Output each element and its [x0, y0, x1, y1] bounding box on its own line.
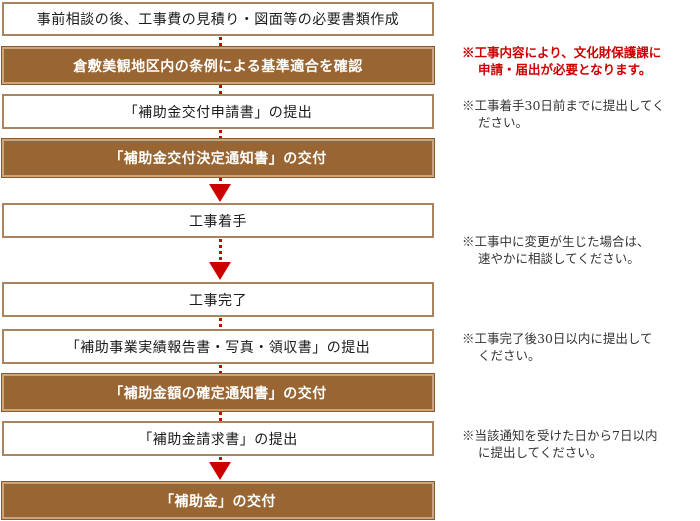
connector-5-6	[219, 239, 222, 263]
step-1-label: 事前相談の後、工事費の見積り・図面等の必要書類作成	[36, 12, 400, 28]
step-3-box: 「補助金交付申請書」の提出	[2, 94, 434, 129]
note-application-deadline: ※工事着手30日前までに提出してく ださい。	[462, 97, 698, 131]
step-4-label: 「補助金交付決定通知書」の交付	[109, 151, 327, 167]
step-6-box: 工事完了	[2, 282, 434, 317]
step-5-label: 工事着手	[189, 213, 247, 230]
step-1-box: 事前相談の後、工事費の見積り・図面等の必要書類作成	[2, 2, 434, 36]
step-9-box: 「補助金請求書」の提出	[2, 421, 434, 456]
note-report-deadline: ※工事完了後30日以内に提出して ください。	[462, 330, 698, 364]
step-8-label: 「補助金額の確定通知書」の交付	[109, 385, 327, 402]
step-5-box: 工事着手	[2, 203, 434, 238]
note-claim-deadline: ※当該通知を受けた日から7日以内 に提出してください。	[462, 427, 698, 461]
step-7-label: 「補助事業実績報告書・写真・領収書」の提出	[65, 339, 371, 356]
note-construction-changes: ※工事中に変更が生じた場合は、 速やかに相談してください。	[462, 233, 698, 267]
note-3-line1: ※工事中に変更が生じた場合は、	[462, 234, 650, 249]
step-8-box: 「補助金額の確定通知書」の交付	[2, 374, 434, 411]
connector-9-10	[219, 457, 222, 462]
connector-7-8	[219, 365, 222, 374]
note-2-line1: ※工事着手30日前までに提出してく	[462, 98, 665, 113]
connector-2-3	[219, 85, 222, 94]
note-3-line2: 速やかに相談してください。	[478, 251, 640, 266]
step-9-label: 「補助金請求書」の提出	[138, 431, 298, 448]
step-2-box: 倉敷美観地区内の条例による基準適合を確認	[2, 47, 434, 84]
note-cultural-property: ※工事内容により、文化財保護課に 申請・届出が必要となります。	[462, 44, 698, 78]
arrow-down-icon	[209, 462, 231, 480]
step-10-box: 「補助金」の交付	[2, 482, 434, 519]
note-2-line2: ださい。	[478, 115, 529, 130]
step-4-box: 「補助金交付決定通知書」の交付	[2, 139, 434, 177]
step-2-label: 倉敷美観地区内の条例による基準適合を確認	[73, 58, 363, 75]
connector-4-5	[219, 178, 222, 185]
connector-1-2	[219, 37, 222, 46]
connector-6-7	[219, 318, 222, 328]
note-1-line2: 申請・届出が必要となります。	[478, 62, 652, 77]
step-6-label: 工事完了	[189, 292, 247, 309]
note-1-line1: ※工事内容により、文化財保護課に	[462, 45, 662, 60]
step-7-box: 「補助事業実績報告書・写真・領収書」の提出	[2, 329, 434, 364]
note-5-line1: ※当該通知を受けた日から7日以内	[462, 428, 658, 443]
note-4-line2: ください。	[478, 348, 541, 363]
note-4-line1: ※工事完了後30日以内に提出して	[462, 331, 653, 346]
step-10-label: 「補助金」の交付	[160, 493, 276, 510]
connector-8-9	[219, 412, 222, 421]
step-3-label: 「補助金交付申請書」の提出	[123, 104, 313, 121]
arrow-down-icon	[209, 262, 231, 280]
arrow-down-icon	[209, 184, 231, 202]
connector-3-4	[219, 130, 222, 139]
note-5-line2: に提出してください。	[478, 445, 603, 460]
